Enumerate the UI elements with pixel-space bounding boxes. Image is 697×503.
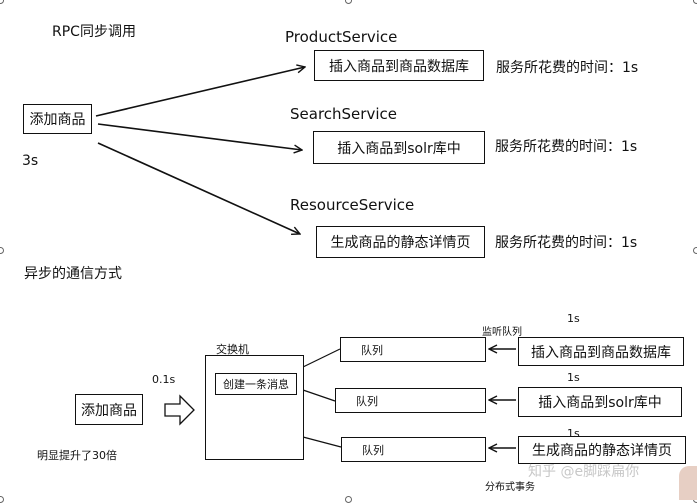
- service-time-search: 服务所花费的时间：1s: [495, 139, 638, 155]
- service-task-box-resource: 生成商品的静态详情页: [316, 226, 485, 258]
- queue-label-2: 队列: [356, 394, 378, 408]
- arrow-to-product-service: [95, 67, 305, 117]
- service-name-product: ProductService: [285, 28, 398, 46]
- sync-total-time: 3s: [22, 153, 39, 169]
- arrow-to-resource-service: [97, 142, 300, 234]
- queue-box-3: 队列: [341, 437, 486, 462]
- consumer-box-1: 插入商品到商品数据库: [518, 337, 684, 366]
- listen-queue-label: 监听队列: [482, 327, 522, 338]
- service-name-resource: ResourceService: [290, 196, 415, 214]
- consumer-time-2: 1s: [567, 371, 580, 384]
- exchange-label: 交换机: [216, 343, 249, 356]
- line-exchange-queue-2: [302, 389, 336, 402]
- arrow-to-search-service: [97, 123, 302, 150]
- service-task-box-product: 插入商品到商品数据库: [314, 50, 484, 81]
- line-exchange-queue-3: [302, 436, 342, 448]
- queue-label-3: 队列: [362, 443, 384, 457]
- avatar: [679, 466, 697, 500]
- queue-label-1: 队列: [361, 343, 383, 357]
- frame-handle-tl[interactable]: [0, 0, 4, 4]
- consumer-box-2: 插入商品到solr库中: [518, 387, 682, 417]
- service-time-product: 服务所花费的时间：1s: [496, 60, 639, 76]
- distributed-tx-label: 分布式事务: [485, 482, 535, 493]
- send-hollow-arrow: [164, 394, 195, 426]
- line-exchange-queue-1: [302, 348, 341, 368]
- frame-handle-ml[interactable]: [0, 247, 4, 254]
- queue-box-1: 队列: [340, 337, 486, 362]
- sync-title: RPC同步调用: [52, 24, 136, 40]
- frame-handle-tm[interactable]: [345, 0, 352, 4]
- service-name-search: SearchService: [290, 105, 397, 123]
- frame-handle-tr[interactable]: [693, 0, 697, 4]
- service-task-box-search: 插入商品到solr库中: [313, 131, 485, 164]
- exchange-box: [205, 355, 304, 460]
- async-caller-box: 添加商品: [75, 394, 143, 425]
- watermark: 知乎 @e脚踩扁你: [528, 464, 640, 480]
- frame-handle-mr[interactable]: [693, 247, 697, 254]
- async-title: 异步的通信方式: [24, 266, 122, 282]
- service-time-resource: 服务所花费的时间：1s: [495, 235, 638, 251]
- consumer-time-1: 1s: [567, 312, 580, 325]
- sync-caller-box: 添加商品: [23, 104, 92, 134]
- async-improvement: 明显提升了30倍: [37, 449, 117, 462]
- consumer-box-3: 生成商品的静态详情页: [518, 436, 686, 464]
- message-box: 创建一条消息: [215, 373, 297, 395]
- async-time: 0.1s: [152, 373, 176, 386]
- queue-box-2: 队列: [335, 388, 486, 413]
